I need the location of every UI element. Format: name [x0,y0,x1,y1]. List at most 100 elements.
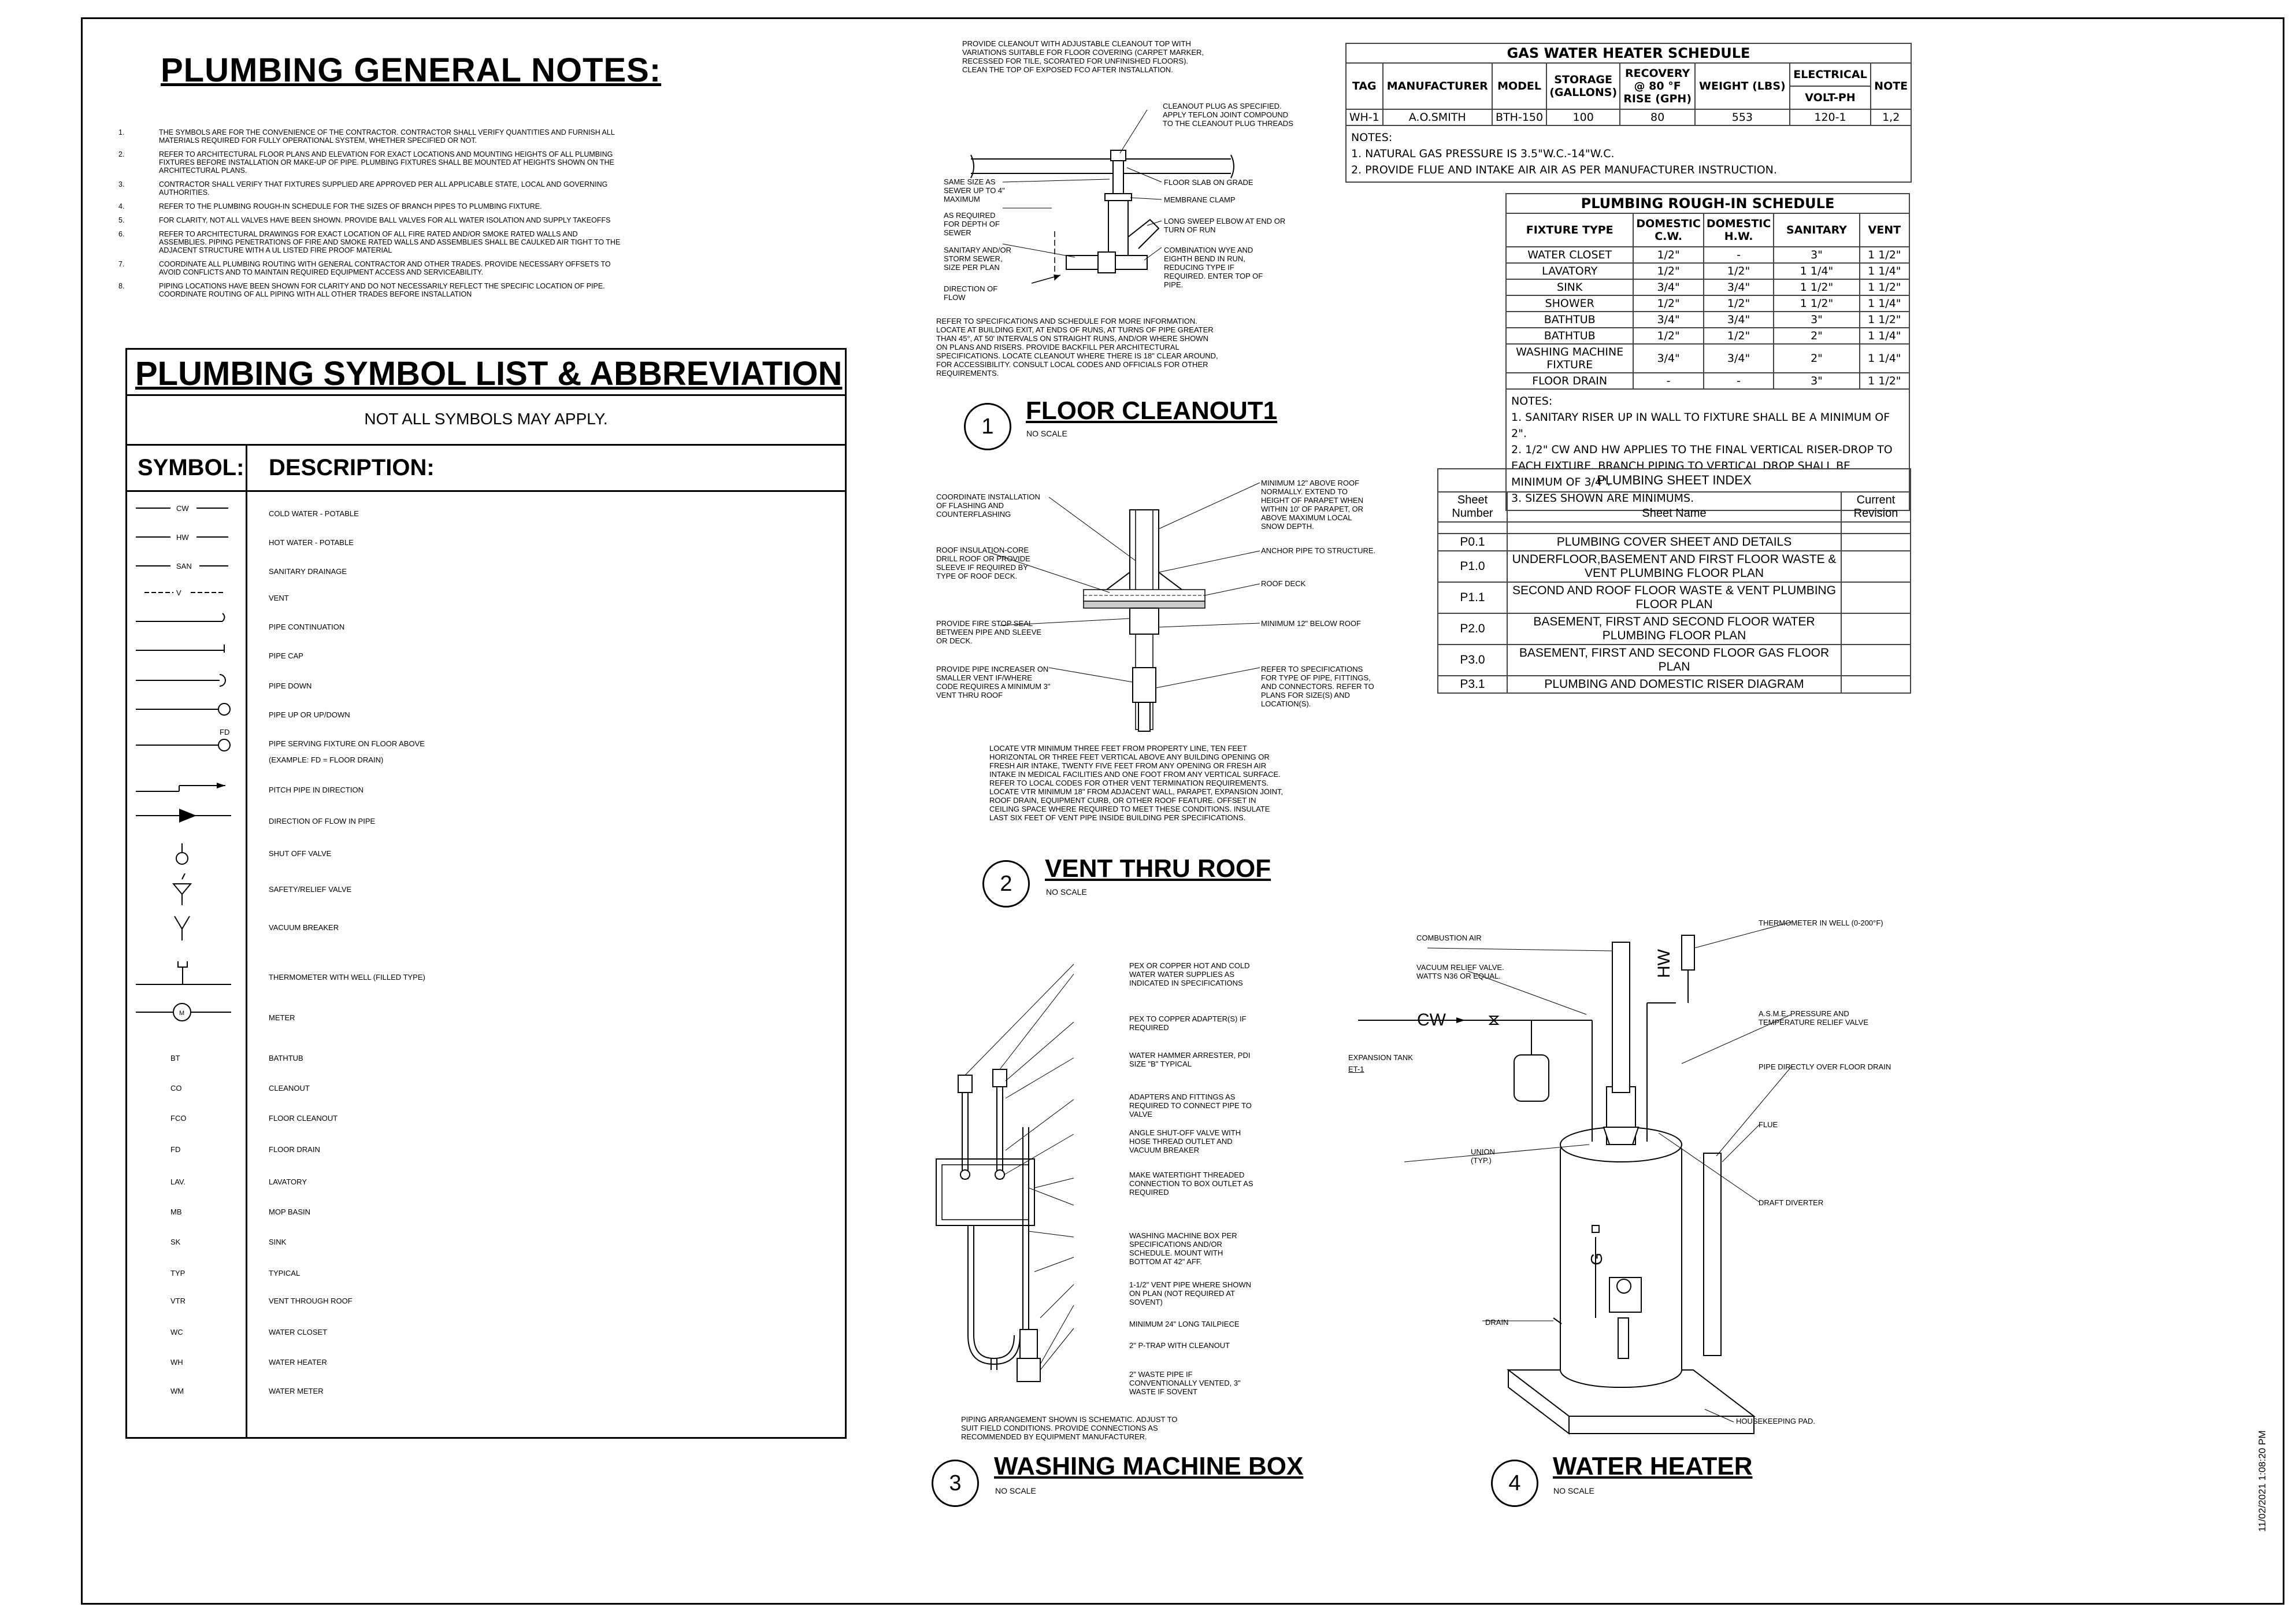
abbreviation-code: LAV. [170,1177,186,1186]
sheet-number: P0.1 [1437,533,1508,551]
note-text: REFER TO ARCHITECTURAL FLOOR PLANS AND E… [159,150,614,175]
note-line: 2. PROVIDE FLUE AND INTAKE AIR AIR AS PE… [1351,164,1777,176]
abbreviation-description: LAVATORY [269,1177,307,1186]
hdr-sanitary: SANITARY [1773,213,1860,247]
abbreviation-description: MOP BASIN [269,1208,311,1216]
cell-model: BTH-150 [1491,109,1548,126]
symbol-description: SAFETY/RELIEF VALVE [269,885,352,894]
symbol-description: COLD WATER - POTABLE [269,509,359,518]
abbreviation-row: WM WATER METER [127,1382,845,1399]
abbreviation-row: LAV. LAVATORY [127,1173,845,1190]
sheet-name: BASEMENT, FIRST AND SECOND FLOOR GAS FLO… [1507,644,1842,676]
roughin-cell-san: 3" [1773,246,1860,264]
roughin-cell-fixture: WASHING MACHINE FIXTURE [1505,343,1634,373]
roughin-cell-hw: 1/2" [1702,262,1775,280]
vtr-label: MINIMUM 12" BELOW ROOF [1261,619,1361,628]
sheet-name: BASEMENT, FIRST AND SECOND FLOOR WATER P… [1507,613,1842,645]
abbreviation-description: TYPICAL [269,1269,301,1277]
roughin-row: FLOOR DRAIN--3"1 1/2" [1505,372,1911,390]
spacer-cell [1437,521,1508,534]
wh-label: COMBUSTION AIR [1416,934,1482,942]
abbreviation-description: BATHTUB [269,1054,303,1062]
symbol-row: V VENT [127,588,845,606]
abbreviation-code: WC [170,1328,183,1336]
roughin-cell-fixture: FLOOR DRAIN [1505,372,1634,390]
wmb-label: ANGLE SHUT-OFF VALVE WITH HOSE THREAD OU… [1129,1128,1241,1154]
abbreviation-description: WATER METER [269,1387,324,1395]
roughin-cell-cw: 1/2" [1633,295,1704,312]
wmb-label: ADAPTERS AND FITTINGS AS REQUIRED TO CON… [1129,1093,1252,1119]
abbreviation-description: FLOOR DRAIN [269,1145,320,1154]
hdr-note: NOTE [1870,62,1912,110]
cell-weight: 553 [1694,109,1790,126]
wmb-bottom-note: PIPING ARRANGEMENT SHOWN IS SCHEMATIC. A… [961,1415,1178,1441]
roughin-cell-cw: 3/4" [1633,343,1704,373]
pipe-symbol-icon: FD [136,728,231,751]
symbol-row: THERMOMETER WITH WELL (FILLED TYPE) [127,961,845,986]
wmb-label: 2" P-TRAP WITH CLEANOUT [1129,1341,1230,1350]
symbol-description: VACUUM BREAKER [269,923,339,932]
general-note-item: 7.COORDINATE ALL PLUMBING ROUTING WITH G… [118,260,627,276]
note-number: 7. [118,260,125,268]
sheet-number: P2.0 [1437,613,1508,645]
cleanout-label: SAME SIZE AS SEWER UP TO 4" MAXIMUM [944,177,1005,203]
sheet-border [81,17,2284,1605]
note-text: CONTRACTOR SHALL VERIFY THAT FIXTURES SU… [159,180,608,197]
pipe-symbol-icon: V [144,588,225,597]
symbol-row: PIPE DOWN [127,674,845,694]
roughin-cell-vent: 1 1/2" [1859,311,1911,328]
sheet-number: P3.0 [1437,644,1508,676]
note-number: 6. [118,230,125,238]
wh-label: PIPE DIRECTLY OVER FLOOR DRAIN [1759,1062,1891,1071]
cell-tag: WH-1 [1345,109,1383,126]
abbreviation-description: VENT THROUGH ROOF [269,1297,353,1305]
pipe-symbol-icon [136,645,225,653]
notes-label: NOTES: [1511,395,1553,408]
wh-cw-label: CW [1417,1010,1446,1030]
wmb-label: PEX OR COPPER HOT AND COLD WATER WATER S… [1129,961,1250,987]
roughin-cell-cw: 3/4" [1633,311,1704,328]
heater-schedule-title: GAS WATER HEATER SCHEDULE [1345,43,1912,64]
cell-storage: 100 [1546,109,1621,126]
abbreviation-row: WC WATER CLOSET [127,1323,845,1340]
symbol-description: DIRECTION OF FLOW IN PIPE [269,817,376,825]
abbreviation-description: WATER CLOSET [269,1328,328,1336]
cell-note: 1,2 [1870,109,1912,126]
vtr-label: ROOF INSULATION-CORE DRILL ROOF OR PROVI… [936,546,1030,580]
note-number: 5. [118,216,125,224]
general-note-item: 3.CONTRACTOR SHALL VERIFY THAT FIXTURES … [118,180,627,197]
sheet-number: P3.1 [1437,675,1508,694]
sheet-index: PLUMBING SHEET INDEX Sheet Number Sheet … [1437,468,1911,694]
wmb-label: 2" WASTE PIPE IF CONVENTIONALLY VENTED, … [1129,1370,1241,1396]
abbreviation-code: WM [170,1387,184,1395]
roughin-cell-san: 3" [1773,311,1860,328]
roughin-cell-hw: 3/4" [1702,279,1775,296]
symbol-code: V [176,588,181,597]
wh-label: UNION (TYP.) [1471,1147,1495,1165]
roughin-cell-san: 2" [1773,343,1860,373]
general-note-item: 8.PIPING LOCATIONS HAVE BEEN SHOWN FOR C… [118,282,627,298]
cleanout-label: FLOOR SLAB ON GRADE [1164,178,1253,187]
cleanout-label: AS REQUIRED FOR DEPTH OF SEWER [944,211,1000,237]
symbol-description: VENT [269,594,289,602]
detail-number-3: 3 [932,1460,979,1507]
detail-number-2: 2 [982,860,1030,908]
gas-water-heater-schedule: GAS WATER HEATER SCHEDULE TAG MANUFACTUR… [1345,43,1912,183]
pipe-symbol-icon [136,674,226,687]
date-stamp: 11/02/2021 1:08:20 PM [2257,1430,2268,1532]
hdr-model: MODEL [1491,62,1548,110]
detail-scale-2: NO SCALE [1046,887,1087,897]
description-column-header: DESCRIPTION: [269,455,435,480]
vtr-label: ROOF DECK [1261,579,1306,588]
sheet-revision [1841,550,1911,583]
cleanout-label: CLEANOUT PLUG AS SPECIFIED. APPLY TEFLON… [1163,102,1293,128]
roughin-cell-fixture: BATHTUB [1505,327,1634,345]
